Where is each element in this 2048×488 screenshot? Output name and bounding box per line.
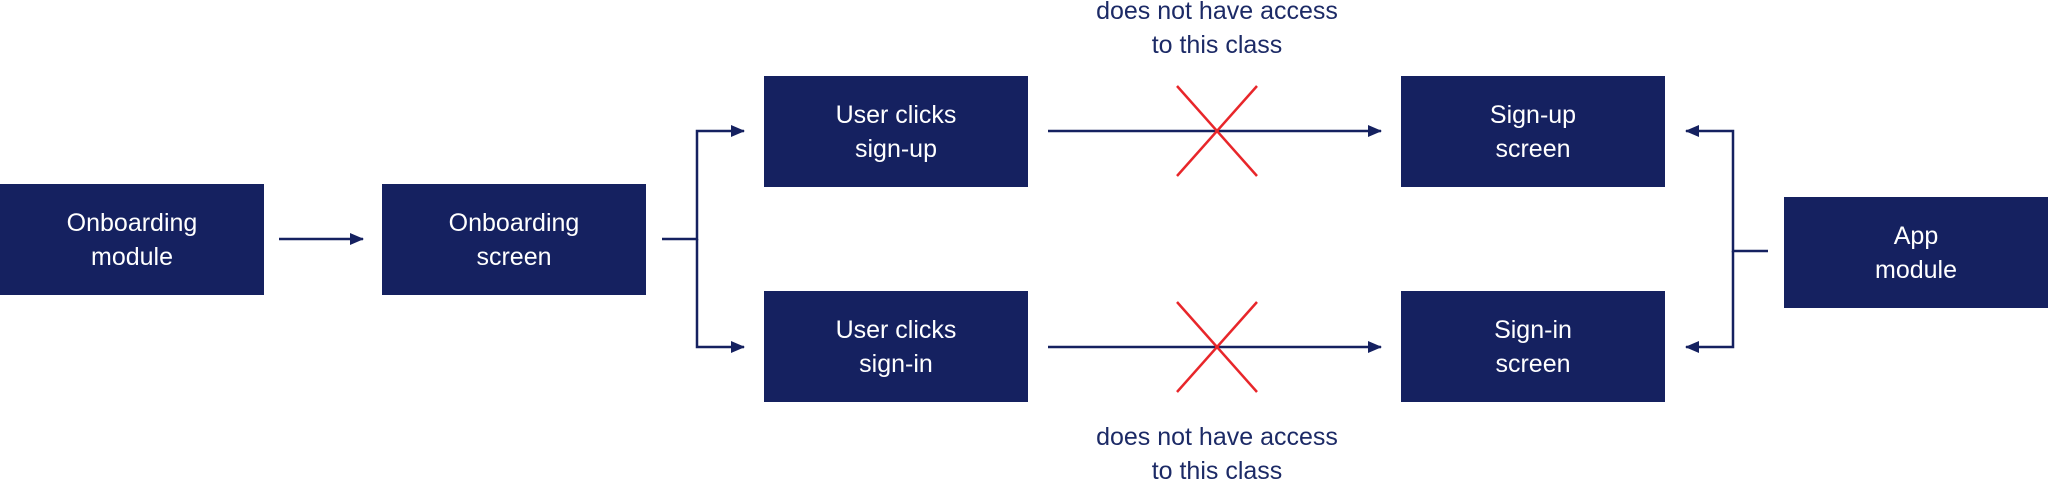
onboarding-module-label: Onboarding module [66,208,198,271]
arrow-screen-to-signin-click [695,239,745,353]
cross-mark-bottom [1176,301,1258,393]
cross-mark-top [1176,85,1258,177]
no-access-note-bottom: does not have access to this class [1096,423,1338,485]
arrow-app-to-signin-screen [1685,251,1735,353]
onboarding-module-box: Onboarding module [0,184,264,295]
user-clicks-signin-box: User clicks sign-in [764,291,1028,402]
signin-screen-box: Sign-in screen [1401,291,1665,402]
user-clicks-signin-label: User clicks sign-in [835,315,957,378]
arrow-screen-to-signup-click [662,125,745,241]
arrow-app-to-signup-screen [1685,125,1768,253]
user-clicks-signup-label: User clicks sign-up [835,100,957,163]
signup-screen-box: Sign-up screen [1401,76,1665,187]
onboarding-screen-label: Onboarding screen [448,208,580,271]
signin-screen-label: Sign-in screen [1494,315,1572,378]
app-module-label: App module [1875,221,1957,284]
app-module-box: App module [1784,197,2048,308]
signup-screen-label: Sign-up screen [1489,100,1577,163]
user-clicks-signup-box: User clicks sign-up [764,76,1028,187]
onboarding-screen-box: Onboarding screen [382,184,646,295]
no-access-note-top: does not have access to this class [1096,0,1338,59]
